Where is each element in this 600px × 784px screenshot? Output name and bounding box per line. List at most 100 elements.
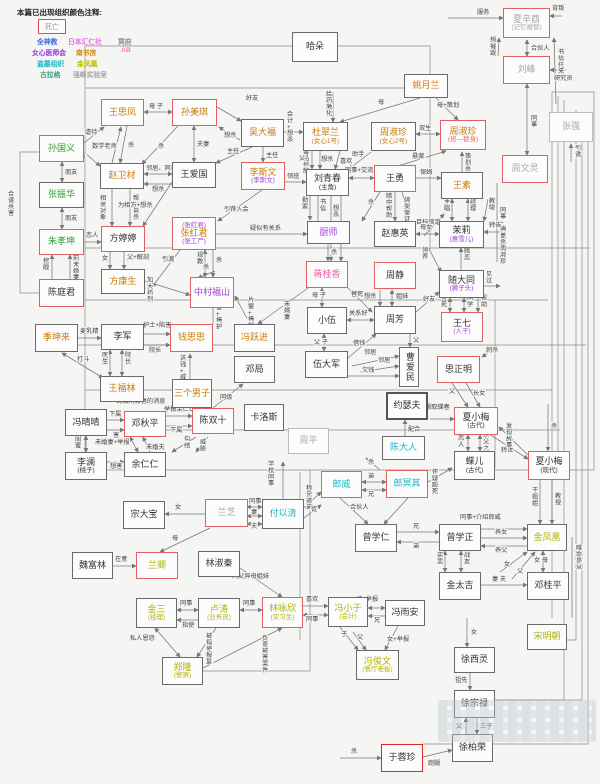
relation-label: 女 (175, 503, 181, 511)
relation-label: 同父异母姐妹 (232, 572, 269, 580)
person-node: 王福林 (100, 376, 144, 402)
relation-label: 虐待 (85, 128, 97, 136)
person-name: 付以清 (269, 508, 297, 519)
relation-label: 合伙人 (350, 503, 369, 511)
person-name: 思正明 (444, 363, 472, 374)
legend-org-label: AB (121, 47, 131, 54)
routing-line (497, 100, 565, 701)
relation-label: 恋人 (458, 434, 464, 448)
person-name: 厨师 (319, 226, 338, 237)
person-subtitle: (女心2号) (379, 137, 408, 145)
person-node: 邓秋平 (124, 411, 166, 437)
relation-label: 闺蜜 (75, 435, 81, 449)
person-name: 宗大宝 (130, 509, 158, 520)
person-node: 约瑟夫 (386, 392, 428, 420)
relation-label: 私人恩怨 (130, 634, 155, 642)
relation-label: 威胁 (200, 438, 206, 452)
relation-label: 夫妻 (197, 140, 209, 148)
routing-line (552, 91, 595, 470)
person-name: 吴大福 (248, 127, 276, 138)
person-node: 邓局 (234, 356, 275, 383)
relation-label: 父 (413, 337, 419, 344)
relation-label: 杀 (368, 198, 374, 206)
relation-label: 暗中帮助 (386, 192, 392, 219)
person-name: 周淑珍 (379, 127, 407, 138)
person-subtitle: (班—替身) (447, 136, 479, 144)
relation-line (129, 436, 139, 453)
relation-label: 指使 (182, 621, 195, 629)
relation-label: 合伙人 (531, 44, 550, 52)
relation-label: 院长 (149, 346, 161, 354)
relation-label: 母 (172, 535, 178, 542)
person-node: 小伍 (307, 307, 347, 334)
legend-org-label: 南书房 (76, 50, 97, 57)
relation-label: 怀疑殴死 (432, 468, 438, 495)
relation-label: 干姐姐 (532, 487, 538, 507)
relation-label: 想取蝶春 (425, 403, 450, 411)
person-node: 杜翠兰(女心1号) (303, 122, 348, 151)
person-name: 李澜 (76, 456, 95, 467)
relation-label: 母+策划 (437, 101, 459, 109)
person-name: 季坤来 (42, 332, 70, 343)
relation-labels: 合伙人同事服务背叛书信往来研究员想摧毁引诱策划杀同事+掩盖杀周淑珍母母+策划双生… (7, 3, 583, 768)
relation-line (551, 37, 557, 105)
relation-line (384, 625, 399, 651)
person-name: 刘峰 (517, 64, 536, 75)
relation-label: 负责被害案件 (262, 634, 269, 674)
person-name: 冯晴晴 (72, 416, 100, 427)
relation-label: 女 母 (534, 556, 548, 564)
person-node: 夏辛酉(记忆被替) (503, 8, 550, 38)
relation-line (359, 364, 400, 373)
person-node: 哈朵 (292, 32, 338, 62)
relation-line (303, 504, 322, 519)
relation-label: 数学老师 (92, 142, 117, 150)
relation-label: 发现故事 (506, 422, 512, 449)
relation-label: 想杀 (333, 204, 339, 218)
person-node: 季坤来 (35, 324, 78, 352)
legend-title: 本篇已出现组织颜色注释: (17, 8, 102, 17)
person-name: 王福林 (108, 383, 136, 394)
person-node: 冯晴晴 (65, 409, 107, 436)
relation-label: 女+举报 (387, 635, 409, 643)
relation-label: 子 (341, 631, 347, 638)
person-name: 王素 (452, 179, 471, 190)
person-subtitle: (惠雪儿) (449, 235, 474, 243)
person-node: 张振华 (39, 182, 84, 208)
person-node: 郎威 (321, 471, 362, 498)
person-node: 金太吉 (439, 572, 481, 600)
relation-label: 母女 (420, 223, 432, 231)
person-node: 孙国义 (39, 135, 84, 162)
person-name: 于蓉珍 (388, 752, 416, 763)
relation-label: 悬案 (412, 152, 425, 160)
person-subtitle: (会计) (339, 613, 357, 621)
routing-line (19, 151, 39, 294)
relation-label: 兄 (413, 523, 419, 530)
relation-label: 相亲对象 (100, 194, 106, 221)
person-node: 于蓉珍 (381, 744, 423, 772)
relation-label: 养女 (495, 528, 507, 536)
relation-label: 书信往来 (558, 48, 564, 75)
person-node: 周文灵 (502, 155, 548, 183)
person-name: 张振华 (47, 189, 75, 200)
person-name: 冯小于 (334, 602, 362, 613)
person-name: 王七 (452, 317, 471, 328)
person-name: 邓桂平 (534, 580, 562, 591)
relation-label: 保姆 (420, 168, 432, 176)
person-name: 蒋桂香 (313, 268, 341, 279)
person-node: 方康生 (101, 269, 145, 294)
relation-line (215, 146, 253, 164)
person-node: 李斯文(李斯文) (241, 162, 285, 190)
relation-label: 邻居 (364, 348, 376, 356)
relation-line (415, 291, 440, 313)
person-name: 兰芝 (217, 507, 236, 518)
relation-label: 麦乳精 (80, 327, 99, 335)
relation-label: 勾结 (184, 435, 190, 449)
person-name: 方婷婷 (109, 233, 137, 244)
relation-label: 规教 (197, 251, 203, 265)
relation-label: 夫 (251, 522, 257, 530)
relation-label: 唯命是从 (576, 544, 582, 571)
relation-label: 想杀 (152, 185, 164, 193)
relation-label: 疑似有关系 (250, 224, 281, 232)
person-name: 郑隆 (173, 661, 192, 672)
